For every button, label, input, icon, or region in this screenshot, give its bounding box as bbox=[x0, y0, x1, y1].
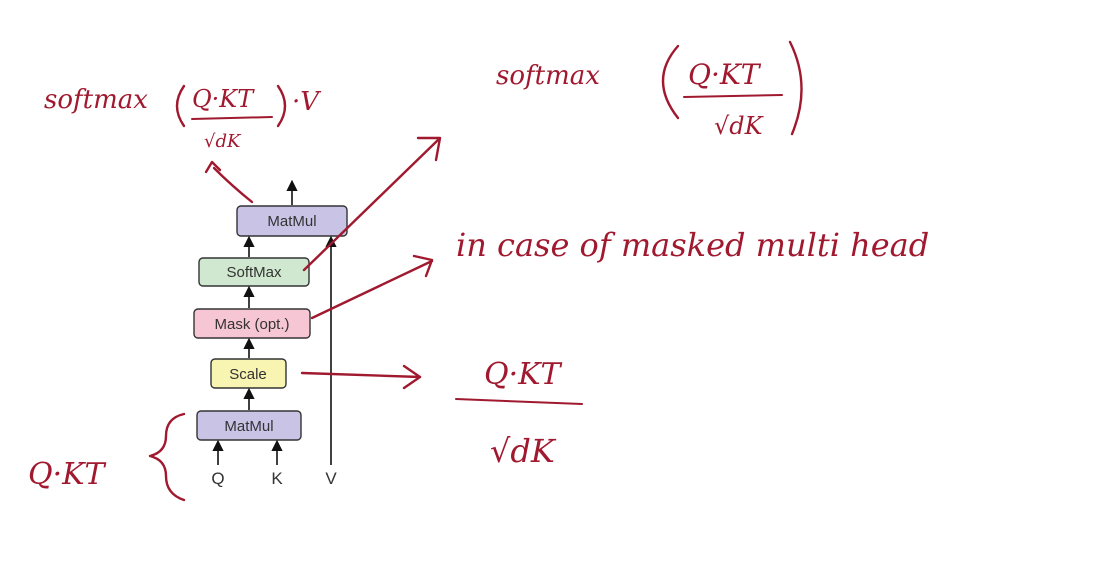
bottom-left-brace bbox=[148, 412, 186, 502]
annotation-scale-formula: Q·KT √dK bbox=[455, 357, 583, 470]
pointer-mask-to-note-head bbox=[412, 254, 434, 278]
softmax-label: SoftMax bbox=[226, 264, 282, 281]
top-left-softmax-text: softmax bbox=[44, 85, 148, 115]
mask-block: Mask (opt.) bbox=[193, 308, 311, 339]
pointer-softmax-to-formula-head bbox=[416, 136, 442, 162]
mask-label: Mask (opt.) bbox=[214, 316, 289, 333]
flow-arrows bbox=[212, 179, 337, 465]
masked-multihead-note: in case of masked multi head bbox=[456, 226, 929, 264]
input-v-label: V bbox=[325, 469, 337, 488]
pointer-mask-to-note bbox=[310, 259, 434, 320]
scale-formula-fraction-bar bbox=[455, 398, 583, 405]
top-left-numerator: Q·KT bbox=[192, 85, 255, 113]
input-q-label: Q bbox=[211, 469, 224, 488]
top-left-fraction-bar bbox=[191, 116, 273, 120]
pointer-output-to-formula bbox=[212, 166, 254, 204]
pointer-softmax-to-formula bbox=[302, 138, 440, 272]
scale-formula-numerator: Q·KT bbox=[484, 357, 563, 392]
scale-label: Scale bbox=[229, 366, 267, 383]
scale-formula-denominator: √dK bbox=[490, 432, 557, 470]
pointer-scale-to-formula-head bbox=[402, 364, 422, 390]
top-left-suffix: ·V bbox=[292, 87, 321, 117]
annotation-top-right: softmax Q·KT √dK bbox=[496, 40, 803, 140]
bottom-left-qkt: Q·KT bbox=[28, 457, 107, 492]
top-right-denominator: √dK bbox=[714, 112, 765, 140]
top-right-numerator: Q·KT bbox=[688, 58, 762, 91]
matmul-bottom-block: MatMul bbox=[196, 410, 302, 441]
matmul-top-label: MatMul bbox=[267, 213, 316, 230]
matmul-top-block: MatMul bbox=[236, 205, 348, 237]
pointer-output-to-formula-head bbox=[204, 160, 222, 174]
scale-block: Scale bbox=[210, 358, 287, 389]
top-right-open-paren bbox=[661, 44, 680, 120]
pointer-scale-to-formula bbox=[300, 371, 422, 379]
input-k-label: K bbox=[271, 469, 283, 488]
softmax-block: SoftMax bbox=[198, 257, 310, 287]
top-left-close-paren bbox=[276, 84, 287, 128]
top-right-fraction-bar bbox=[683, 94, 783, 98]
matmul-top-box bbox=[236, 205, 348, 237]
inputs: Q K V bbox=[211, 469, 337, 488]
top-right-softmax-text: softmax bbox=[496, 61, 600, 91]
top-right-close-paren bbox=[788, 40, 803, 136]
matmul-bottom-label: MatMul bbox=[224, 418, 273, 435]
top-left-open-paren bbox=[175, 84, 186, 128]
top-left-denominator: √dK bbox=[204, 131, 242, 152]
matmul-bottom-box bbox=[196, 410, 302, 441]
annotation-top-left: softmax Q·KT √dK ·V bbox=[44, 84, 321, 152]
